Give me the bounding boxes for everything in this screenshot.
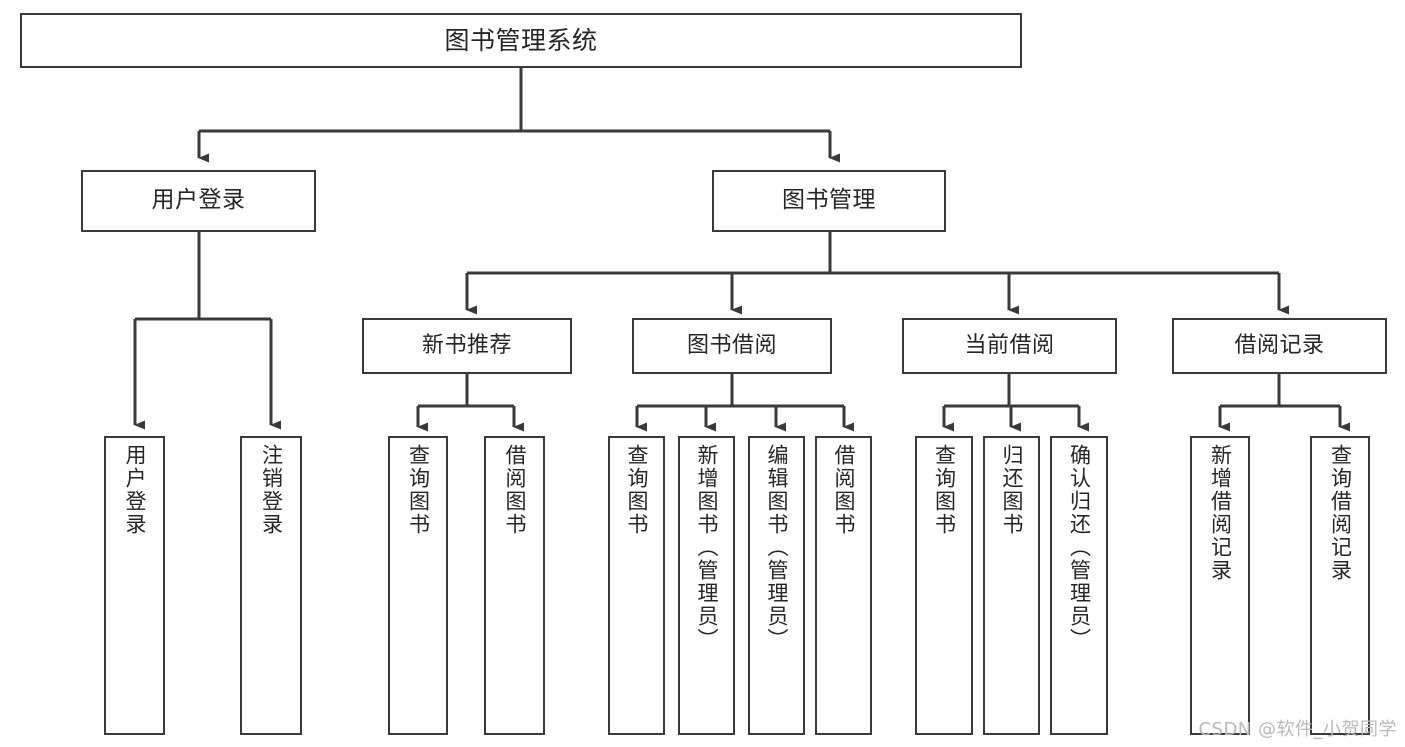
node-label: 编辑图书（管理员） [765,444,789,651]
node-label: 用户登录 [123,444,147,536]
node-book-management-system[interactable]: 图书管理系统 [20,13,1022,68]
node-label: 查询图书 [625,444,649,536]
node-label: 查询图书 [406,444,431,536]
leaf-query-book-3[interactable]: 查询图书 [915,436,973,735]
node-book-management[interactable]: 图书管理 [712,170,946,232]
leaf-logout-login[interactable]: 注销登录 [240,436,302,735]
node-label: 新增图书（管理员） [695,444,719,651]
node-label: 新书推荐 [421,333,512,359]
node-user-login[interactable]: 用户登录 [81,170,316,232]
watermark-text: CSDN @软件_小贺同学 [1198,719,1397,740]
leaf-add-borrow-record[interactable]: 新增借阅记录 [1190,436,1250,735]
node-label: 归还图书 [1000,444,1024,536]
node-label: 查询借阅记录 [1328,444,1353,582]
node-label: 借阅记录 [1234,333,1325,359]
node-label: 查询图书 [932,444,957,536]
node-label: 新增借阅记录 [1208,444,1233,582]
leaf-borrow-book-2[interactable]: 借阅图书 [815,436,872,735]
leaf-user-login[interactable]: 用户登录 [104,436,165,735]
leaf-query-book-1[interactable]: 查询图书 [388,436,448,735]
node-label: 图书管理 [782,187,876,214]
node-label: 借阅图书 [503,444,527,536]
node-book-borrow[interactable]: 图书借阅 [632,318,832,374]
leaf-confirm-return-admin[interactable]: 确认归还（管理员） [1050,436,1108,735]
node-borrow-record[interactable]: 借阅记录 [1172,318,1387,374]
node-label: 图书管理系统 [444,25,598,55]
node-label: 注销登录 [259,444,284,536]
node-label: 借阅图书 [832,444,856,536]
node-label: 用户登录 [151,187,246,214]
leaf-add-book-admin[interactable]: 新增图书（管理员） [678,436,735,735]
node-label: 当前借阅 [964,333,1055,359]
node-label: 图书借阅 [686,333,777,359]
leaf-borrow-book-1[interactable]: 借阅图书 [484,436,545,735]
node-label: 确认归还（管理员） [1067,444,1092,651]
node-current-borrow[interactable]: 当前借阅 [902,318,1117,374]
node-new-book-recommend[interactable]: 新书推荐 [362,318,572,374]
leaf-query-borrow-record[interactable]: 查询借阅记录 [1310,436,1370,735]
leaf-edit-book-admin[interactable]: 编辑图书（管理员） [748,436,805,735]
leaf-return-book[interactable]: 归还图书 [983,436,1040,735]
leaf-query-book-2[interactable]: 查询图书 [608,436,665,735]
